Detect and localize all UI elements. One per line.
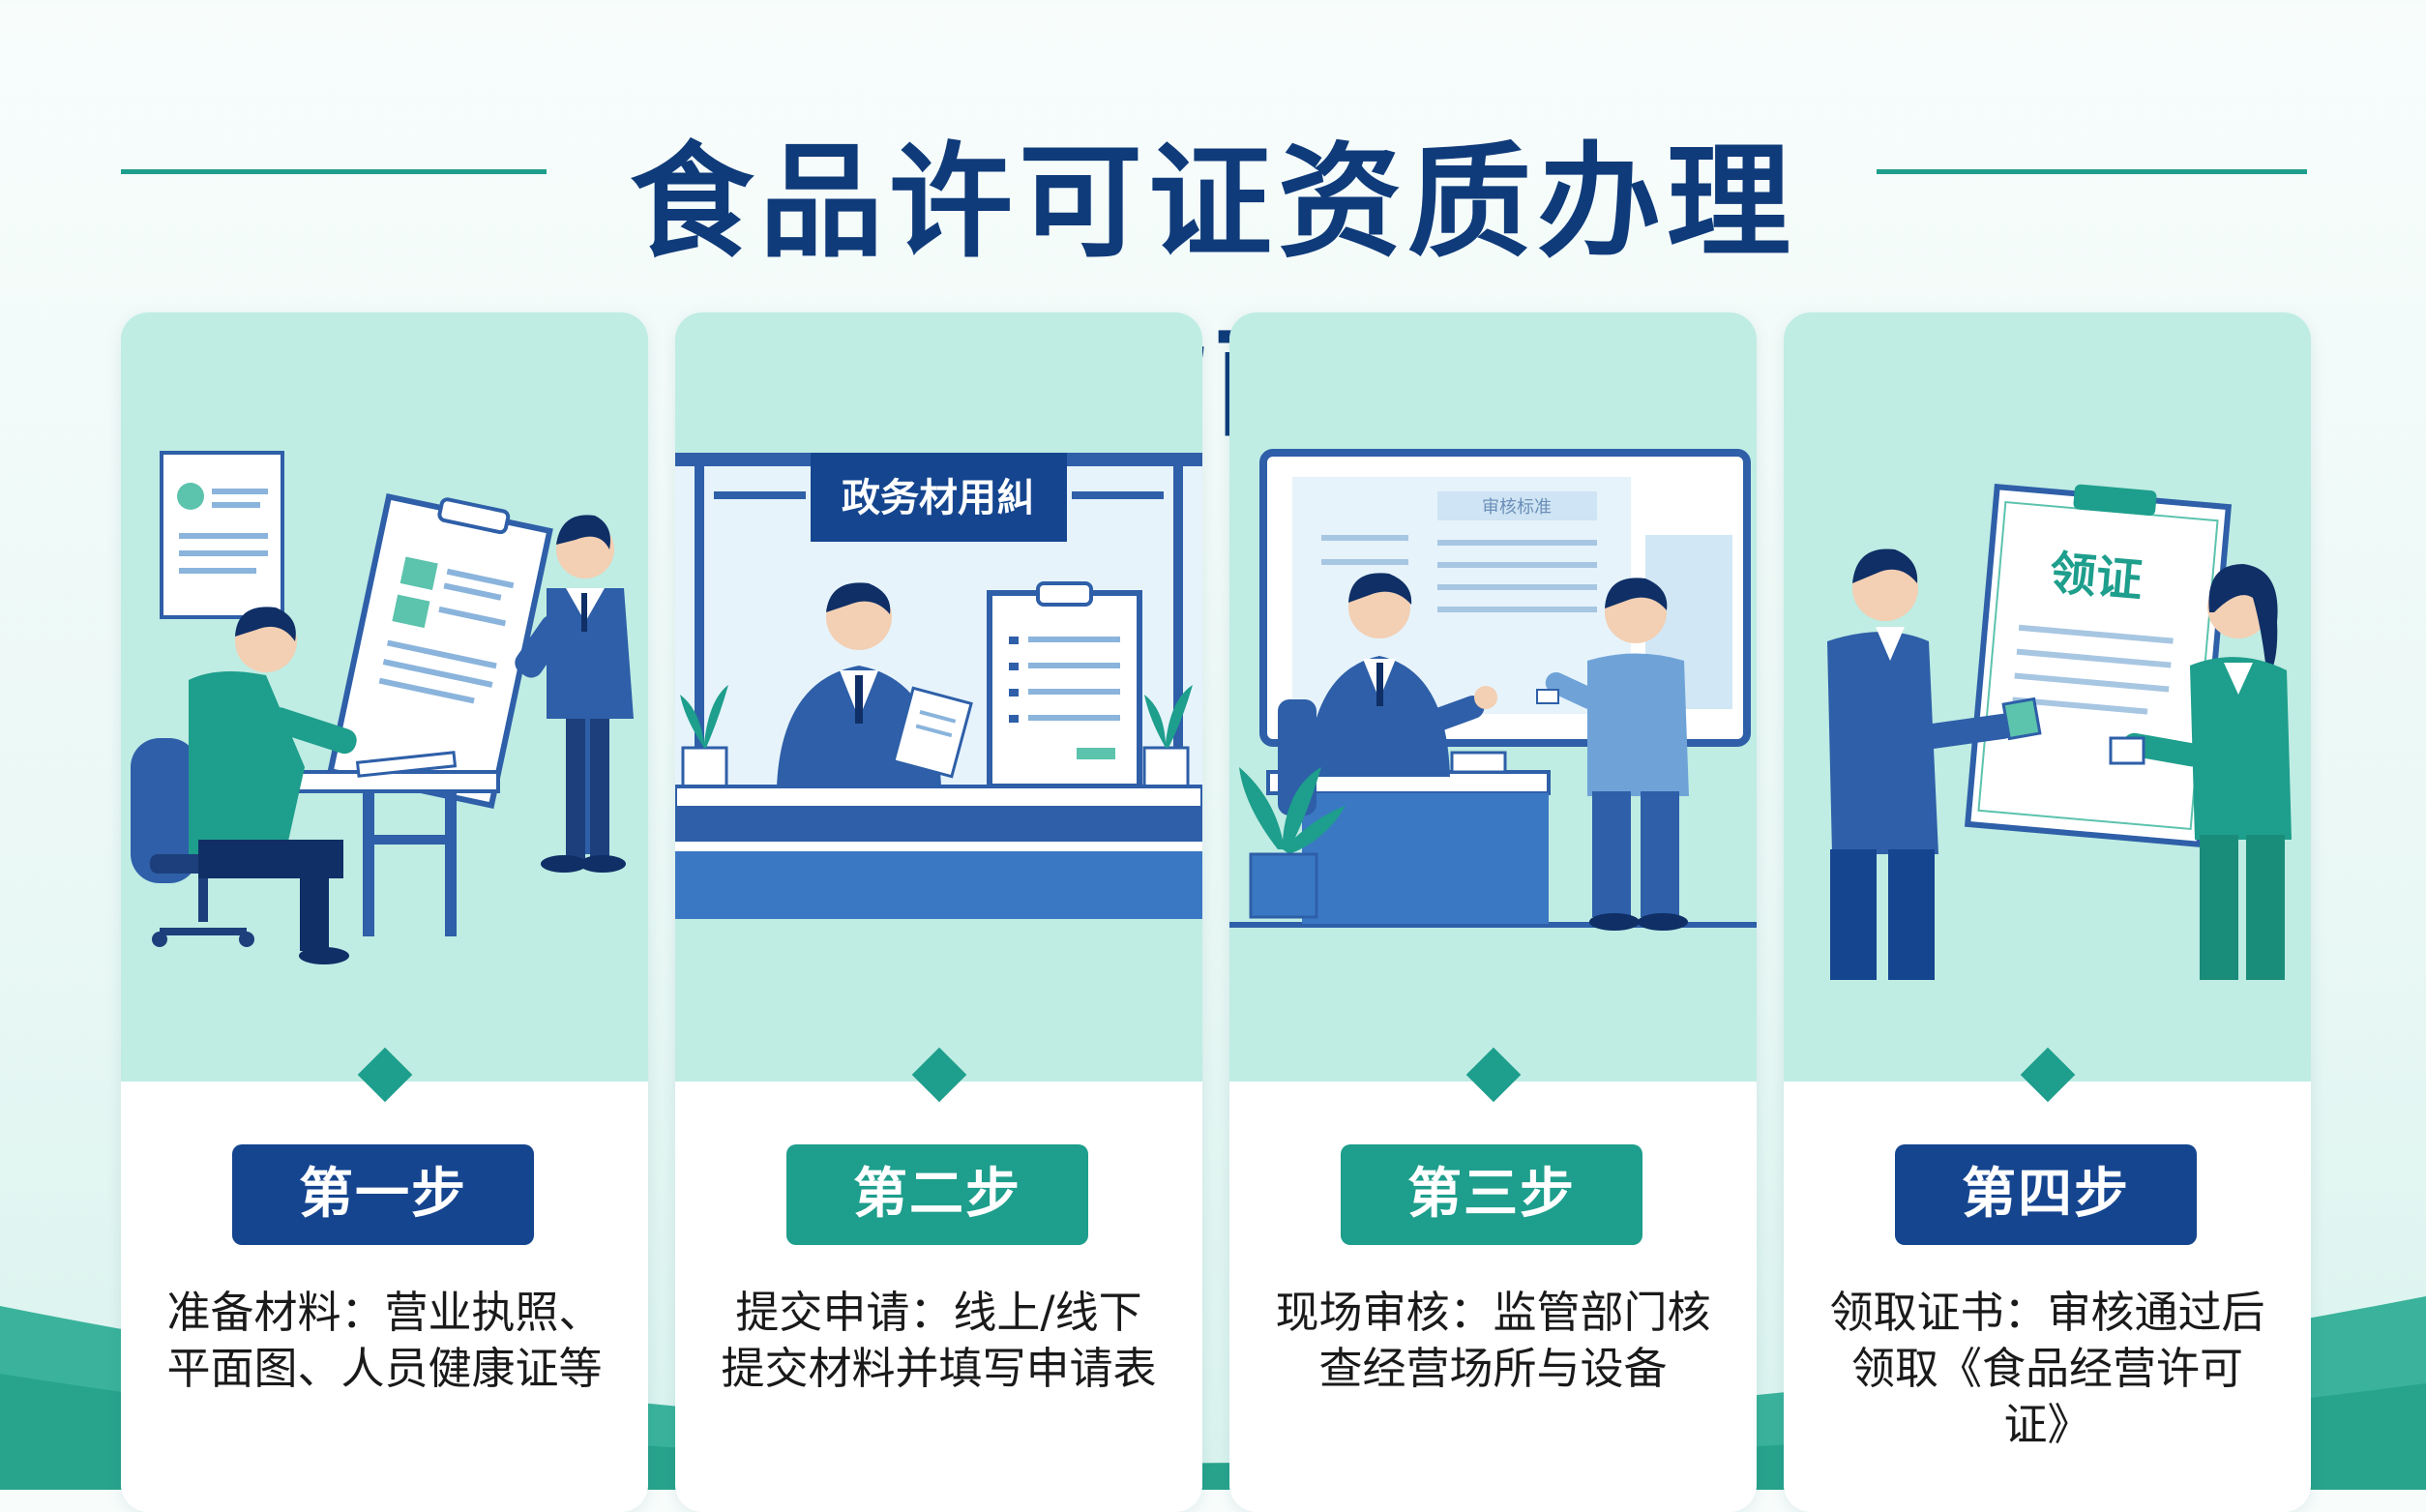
on-site-inspection-illustration: 审核标准 bbox=[1229, 449, 1757, 931]
certificate-handover-illustration: 领证 bbox=[1827, 483, 2292, 980]
title-divider-right bbox=[1877, 169, 2307, 174]
step-2-illustration: 政务材用糾 bbox=[675, 312, 1202, 1082]
certificate-title-text: 领证 bbox=[2048, 546, 2145, 608]
step-1-illustration bbox=[121, 312, 648, 1082]
step-4-badge: 第四步 bbox=[1895, 1144, 2197, 1245]
step-2-description: 提交申请：线上/线下提交材料并填写申请表 bbox=[721, 1287, 1157, 1394]
header: 食品许可证资质办理指南 bbox=[0, 92, 2426, 454]
step-card-2: 政务材用糾 bbox=[675, 312, 1202, 1512]
step-2-badge: 第二步 bbox=[786, 1144, 1088, 1245]
screen-header-text: 审核标准 bbox=[1482, 497, 1552, 518]
title-divider-left bbox=[121, 169, 547, 174]
step-4-illustration: 领证 bbox=[1784, 312, 2311, 1082]
step-3-illustration: 审核标准 bbox=[1229, 312, 1757, 1082]
step-3-description: 现场审核：监管部门核查经营场所与设备 bbox=[1275, 1287, 1711, 1394]
step-4-description: 领取证书：审核通过后领取《食品经营许可证》 bbox=[1829, 1287, 2265, 1450]
step-card-1: 第一步 准备材料：营业执照、平面图、人员健康证等 bbox=[121, 312, 648, 1512]
step-3-badge: 第三步 bbox=[1341, 1144, 1642, 1245]
government-service-counter-illustration: 政务材用糾 bbox=[675, 453, 1202, 919]
step-card-3: 审核标准 bbox=[1229, 312, 1757, 1512]
counter-sign-text: 政务材用糾 bbox=[842, 476, 1035, 520]
step-1-badge: 第一步 bbox=[232, 1144, 534, 1245]
page-title: 食品许可证资质办理指南 bbox=[629, 131, 1796, 454]
step-card-4: 领证 第四步 领取证书：审核通过后领取《食品经营许可证》 bbox=[1784, 312, 2311, 1512]
applicant-preparing-documents-illustration bbox=[131, 451, 634, 964]
step-1-description: 准备材料：营业执照、平面图、人员健康证等 bbox=[166, 1287, 603, 1394]
